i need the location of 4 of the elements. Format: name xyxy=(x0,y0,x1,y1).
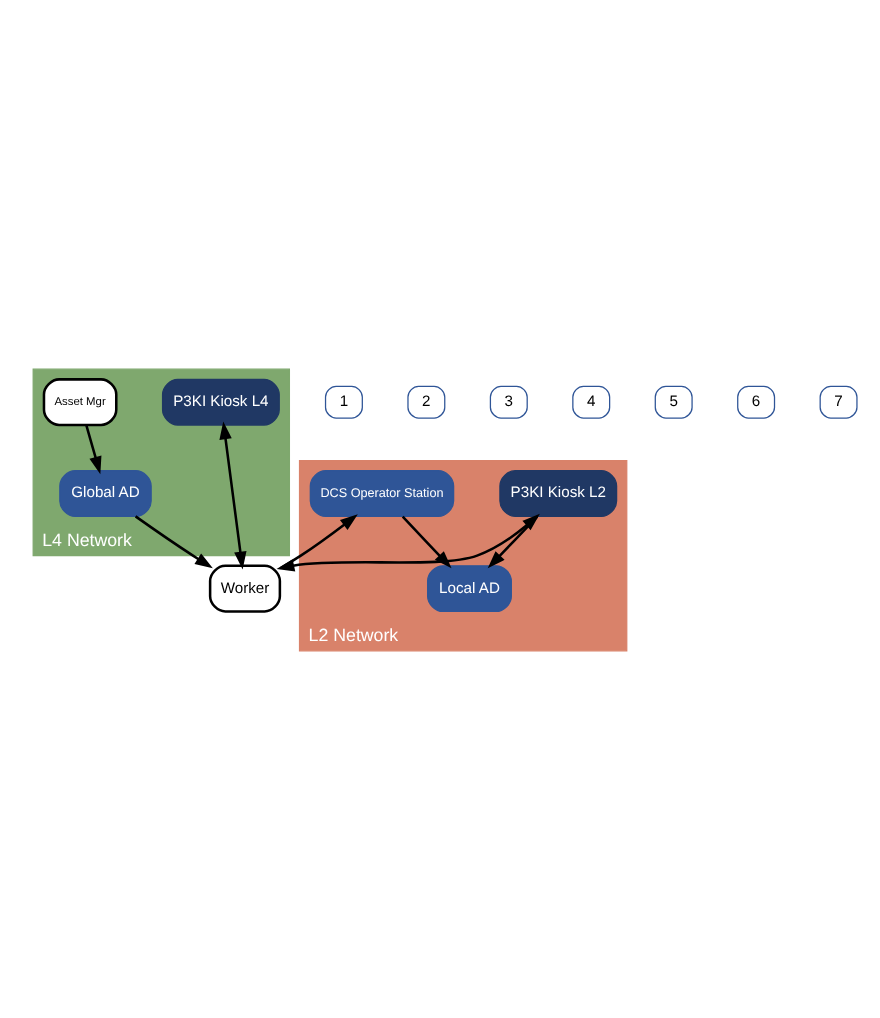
arrow xyxy=(401,514,452,568)
arrow xyxy=(219,420,247,569)
arrow xyxy=(85,424,102,474)
arrow xyxy=(134,514,213,568)
